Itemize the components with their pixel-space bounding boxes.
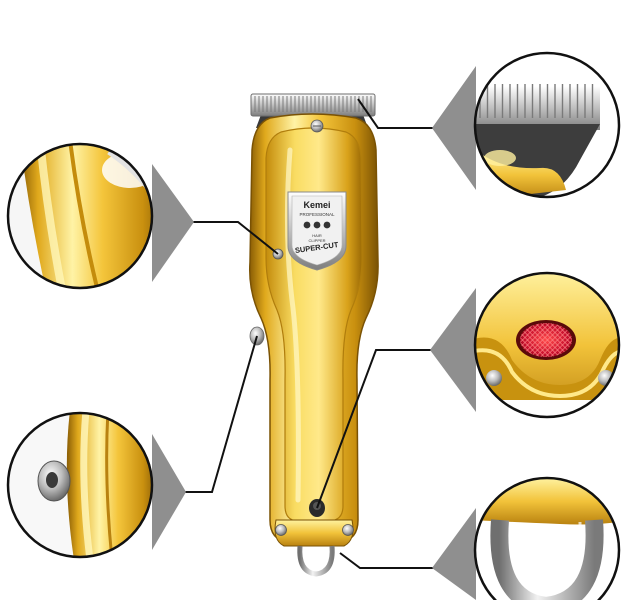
- zoom-body-edge: [6, 142, 154, 290]
- badge-small-1: HAIR: [312, 233, 322, 238]
- bottom-left-screw-icon: [275, 524, 287, 536]
- badge-small-2: CLIPPER: [308, 238, 325, 243]
- badge-brand: Kemei: [303, 200, 330, 210]
- callout-wedges: [152, 66, 476, 600]
- badge-line: PROFESSIONAL: [299, 212, 335, 217]
- callout-lines: [184, 98, 434, 569]
- bottom-cap: [274, 519, 354, 547]
- zoom-hanging-ring: [473, 476, 621, 605]
- blade: [250, 93, 376, 117]
- zoom-power-button: [473, 271, 621, 419]
- zoom-side-screw: [6, 411, 154, 559]
- bottom-right-screw-icon: [342, 524, 354, 536]
- hanging-ring: [297, 545, 335, 577]
- zoom-blade: [473, 51, 621, 199]
- clipper: Kemei PROFESSIONAL HAIR CLIPPER SUPER-CU…: [248, 93, 379, 577]
- brand-badge: Kemei PROFESSIONAL HAIR CLIPPER SUPER-CU…: [287, 191, 347, 271]
